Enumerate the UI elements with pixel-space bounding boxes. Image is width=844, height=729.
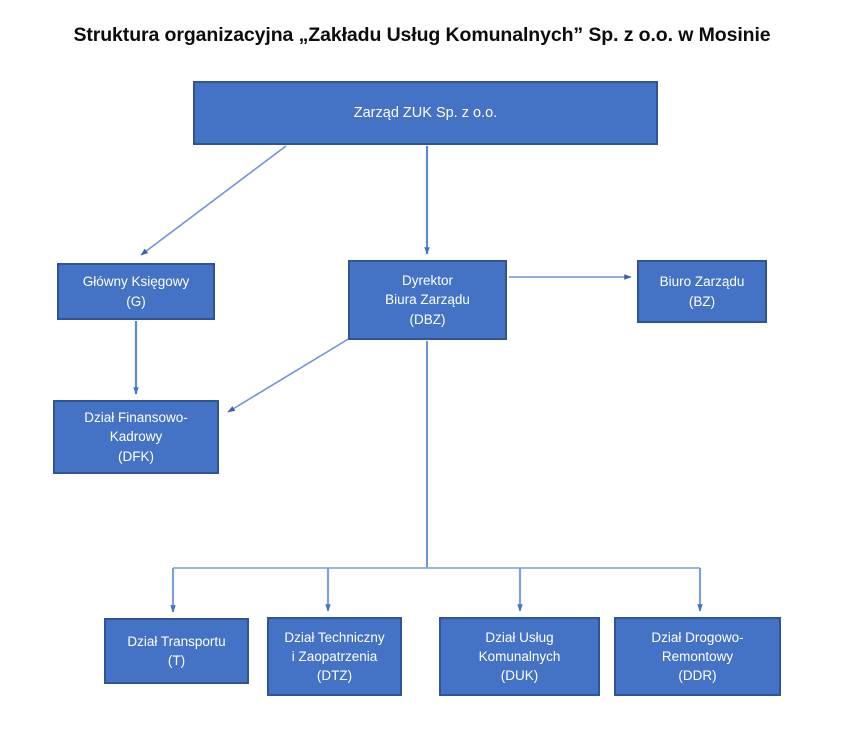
node-label-line: Dział Transportu [127, 633, 226, 649]
node-label-line: (T) [167, 653, 186, 668]
node-zarzad-zuk[interactable]: Zarząd ZUK Sp. z o.o. [193, 81, 658, 145]
node-glowny-ksiegowy[interactable]: Główny Księgowy (G) [57, 263, 215, 320]
node-label-group: Dział Finansowo- Kadrowy (DFK) [59, 408, 213, 465]
node-label-line: Komunalnych [478, 648, 561, 664]
node-label-group: Dział Drogowo- Remontowy (DDR) [620, 628, 775, 685]
node-dyrektor-biura-zarzadu[interactable]: Dyrektor Biura Zarządu (DBZ) [348, 260, 507, 340]
node-label-line: (DTZ) [316, 668, 353, 684]
node-label-line: (BZ) [688, 293, 716, 309]
node-dzial-uslug-komunalnych[interactable]: Dział Usług Komunalnych (DUK) [439, 617, 600, 696]
node-biuro-zarzadu[interactable]: Biuro Zarządu (BZ) [637, 260, 767, 323]
node-label-line: Dział Drogowo- [651, 629, 744, 645]
node-label-line: i Zaopatrzenia [291, 648, 378, 664]
node-label-line: Główny Księgowy [82, 274, 190, 290]
node-label-line: Biura Zarządu [385, 292, 470, 308]
node-label-group: Dział Transportu (T) [110, 632, 243, 670]
node-label-group: Biuro Zarządu (BZ) [643, 272, 761, 310]
node-label-line: (DUK) [500, 668, 539, 684]
node-label-line: Biuro Zarządu [659, 274, 745, 290]
node-dzial-drogowo-remontowy[interactable]: Dział Drogowo- Remontowy (DDR) [614, 617, 781, 696]
node-label-line: Dział Usług [485, 629, 554, 645]
node-label-line: Dział Finansowo- [84, 410, 188, 426]
node-label-line: Dział Techniczny [284, 629, 385, 645]
edge-dbz-to-dfk [227, 337, 351, 413]
node-label-group: Zarząd ZUK Sp. z o.o. [199, 103, 652, 124]
node-label-group: Dyrektor Biura Zarządu (DBZ) [354, 271, 501, 328]
node-label-line: Kadrowy [109, 429, 163, 445]
node-label-line: Zarząd ZUK Sp. z o.o. [353, 104, 498, 121]
node-dzial-techniczny-i-zaopatrzenia[interactable]: Dział Techniczny i Zaopatrzenia (DTZ) [267, 617, 402, 696]
node-label-line: (G) [126, 293, 146, 309]
page-title: Struktura organizacyjna „Zakładu Usług K… [73, 24, 771, 46]
node-label-line: (DDR) [678, 668, 717, 684]
node-label-group: Główny Księgowy (G) [63, 272, 209, 310]
node-dzial-finansowo-kadrowy[interactable]: Dział Finansowo- Kadrowy (DFK) [53, 400, 219, 474]
edge-zarzad-to-ksiegowy [140, 145, 287, 256]
node-label-group: Dział Usług Komunalnych (DUK) [445, 628, 594, 685]
node-label-line: (DFK) [118, 448, 154, 464]
node-label-group: Dział Techniczny i Zaopatrzenia (DTZ) [273, 628, 396, 685]
node-label-line: (DBZ) [409, 311, 446, 327]
node-dzial-transportu[interactable]: Dział Transportu (T) [104, 618, 249, 684]
node-label-line: Remontowy [661, 648, 734, 664]
node-label-line: Dyrektor [401, 273, 453, 289]
